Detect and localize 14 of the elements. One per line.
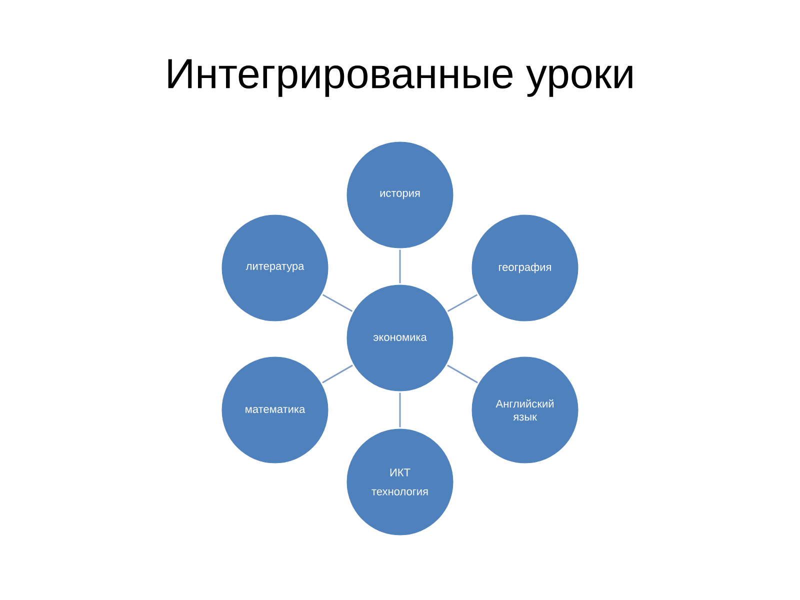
- connector-line: [447, 294, 478, 312]
- title: Интегрированные уроки: [168, 59, 632, 97]
- circle-node: география: [470, 213, 580, 323]
- circle-node: математика: [220, 355, 330, 465]
- circle-node: ИКТ технология: [345, 427, 455, 537]
- connector-line: [447, 364, 478, 384]
- connector-line: [322, 294, 353, 312]
- circle-node: история: [345, 140, 455, 250]
- connector-line: [322, 364, 353, 384]
- connector-line: [399, 250, 401, 284]
- circle-node: литература: [220, 213, 330, 323]
- circle-node: Английский язык: [470, 355, 580, 465]
- connector-line: [399, 392, 401, 428]
- circle-node: экономика: [345, 283, 455, 393]
